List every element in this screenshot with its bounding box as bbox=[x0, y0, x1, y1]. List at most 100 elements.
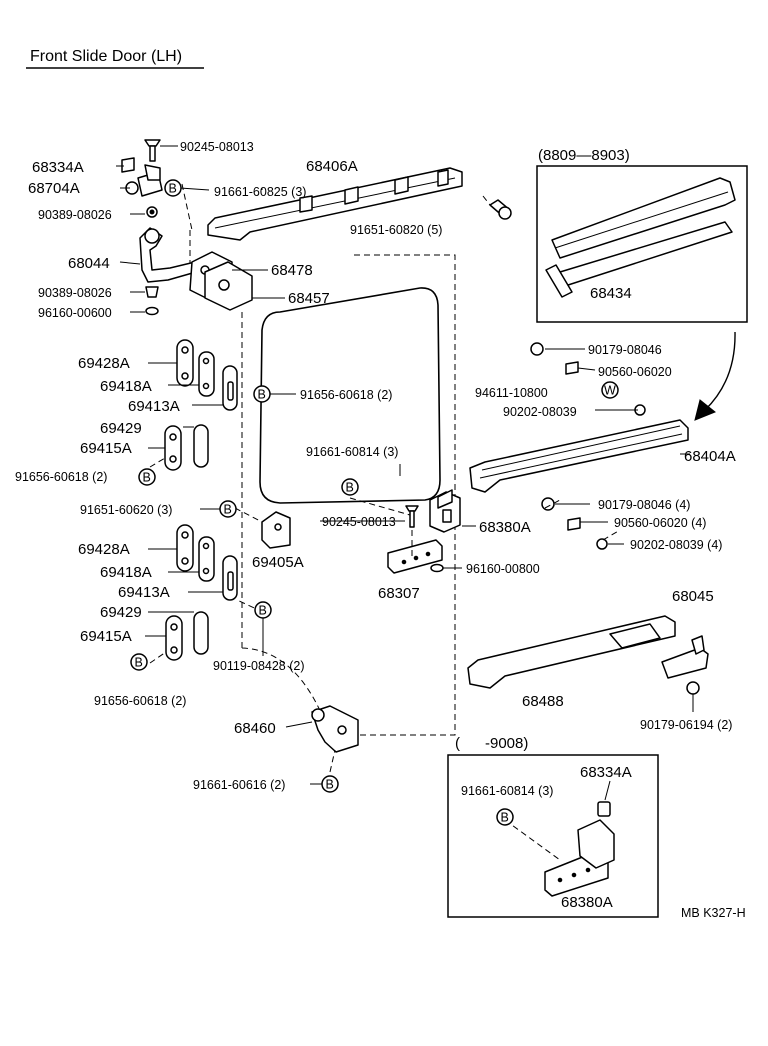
inset-top-caption: (8809—8903) bbox=[538, 147, 630, 164]
svg-text:B: B bbox=[169, 182, 177, 196]
part-label: 68704A bbox=[28, 180, 80, 197]
svg-text:B: B bbox=[259, 604, 267, 618]
part-label: 68307 bbox=[378, 585, 420, 602]
plate-68307 bbox=[387, 539, 443, 574]
part-label: 68380A bbox=[479, 519, 531, 536]
part-label: 68044 bbox=[68, 255, 110, 272]
svg-text:W: W bbox=[604, 384, 616, 398]
marker-b-8: B bbox=[321, 775, 339, 793]
part-label: 94611-10800 bbox=[475, 386, 548, 400]
svg-text:B: B bbox=[258, 388, 266, 402]
svg-text:B: B bbox=[346, 481, 354, 495]
marker-b-9: B bbox=[496, 808, 514, 826]
part-label: 69418A bbox=[100, 564, 152, 581]
svg-text:B: B bbox=[501, 811, 509, 825]
part-label: 68406A bbox=[306, 158, 358, 175]
svg-text:B: B bbox=[326, 778, 334, 792]
part-label: 68045 bbox=[672, 588, 714, 605]
part-label: 91656-60618 (2) bbox=[94, 694, 186, 708]
part-label: 69415A bbox=[80, 628, 132, 645]
part-label: 90560-06020 bbox=[598, 365, 672, 379]
part-label: 90245-08013 bbox=[322, 515, 396, 529]
part-label: 91656-60618 (2) bbox=[15, 470, 107, 484]
hinge-68380A bbox=[429, 489, 461, 533]
part-label: 90202-08039 (4) bbox=[630, 538, 722, 552]
washer-96160-00600 bbox=[145, 306, 159, 316]
part-label: 69428A bbox=[78, 355, 130, 372]
bracket-69405A bbox=[261, 511, 291, 549]
clip-90560-06020-4 bbox=[567, 517, 581, 531]
part-label: 90245-08013 bbox=[180, 140, 254, 154]
part-label: 90560-06020 (4) bbox=[614, 516, 706, 530]
part-label: 69429 bbox=[100, 420, 142, 437]
leader-lines bbox=[116, 145, 694, 801]
part-label: 69413A bbox=[118, 584, 170, 601]
part-label: 69429 bbox=[100, 604, 142, 621]
bolt-90389-08026-mid bbox=[145, 286, 159, 298]
part-label: 68404A bbox=[684, 448, 736, 465]
door-window bbox=[259, 287, 441, 504]
nut-90179-08046-4 bbox=[541, 497, 555, 511]
part-label: 90389-08026 bbox=[38, 286, 112, 300]
part-label: 96160-00800 bbox=[466, 562, 540, 576]
marker-b-3: B bbox=[138, 468, 156, 486]
bracket-68045 bbox=[661, 635, 709, 679]
center-rail-68488 bbox=[467, 615, 676, 689]
marker-w-1: W bbox=[601, 381, 619, 399]
nut-90179-06194 bbox=[686, 681, 700, 695]
clip-90560-06020 bbox=[565, 361, 579, 375]
inset-box-68434 bbox=[536, 165, 748, 323]
nut-90389-08026-top bbox=[146, 206, 158, 218]
part-label: 68334A bbox=[32, 159, 84, 176]
bolt-90245-08013-top bbox=[144, 139, 161, 162]
inset-box-68380A bbox=[447, 754, 659, 918]
washer-96160-00800 bbox=[430, 563, 444, 573]
inset-bottom-caption: ( -9008) bbox=[455, 735, 528, 752]
part-label: 90179-08046 (4) bbox=[598, 498, 690, 512]
nut-90179-08046 bbox=[530, 342, 544, 356]
clip-90202-08039-4 bbox=[596, 538, 608, 550]
part-label: 90179-08046 bbox=[588, 343, 662, 357]
part-label: 68334A bbox=[580, 764, 632, 781]
marker-b-4: B bbox=[341, 478, 359, 496]
pointer-arrow-head bbox=[694, 399, 716, 421]
part-label: 90119-08428 (2) bbox=[213, 659, 305, 673]
part-label: 91661-60814 (3) bbox=[461, 784, 553, 798]
part-label: 69413A bbox=[128, 398, 180, 415]
part-label: 90202-08039 bbox=[503, 405, 577, 419]
marker-b-5: B bbox=[219, 500, 237, 518]
svg-text:B: B bbox=[143, 471, 151, 485]
marker-b-6: B bbox=[254, 601, 272, 619]
hinge-68460 bbox=[311, 705, 359, 753]
part-label: 68434 bbox=[590, 285, 632, 302]
part-label: 69405A bbox=[252, 554, 304, 571]
plates-group-lower bbox=[165, 524, 238, 661]
dashed-guides bbox=[149, 183, 621, 861]
part-label: 96160-00600 bbox=[38, 306, 112, 320]
part-label: 69418A bbox=[100, 378, 152, 395]
part-label: 69415A bbox=[80, 440, 132, 457]
plate-68457 bbox=[204, 261, 253, 311]
upper-rail-68406A bbox=[207, 167, 463, 241]
marker-b-1: B bbox=[164, 179, 182, 197]
part-label: 68380A bbox=[561, 894, 613, 911]
part-label: 91656-60618 (2) bbox=[300, 388, 392, 402]
diagram-title: Front Slide Door (LH) bbox=[30, 48, 182, 65]
part-label: 91661-60814 (3) bbox=[306, 445, 398, 459]
svg-text:B: B bbox=[224, 503, 232, 517]
marker-b-7: B bbox=[130, 653, 148, 671]
part-label: 91661-60825 (3) bbox=[214, 185, 306, 199]
pointer-arrow bbox=[704, 331, 736, 411]
part-label: 90179-06194 (2) bbox=[640, 718, 732, 732]
part-label: 91661-60616 (2) bbox=[193, 778, 285, 792]
part-label: 91651-60620 (3) bbox=[80, 503, 172, 517]
part-label: 91651-60820 (5) bbox=[350, 223, 442, 237]
rail-68434 bbox=[545, 177, 736, 298]
plates-group-upper bbox=[164, 339, 238, 471]
arm-68044 bbox=[139, 227, 197, 283]
svg-text:B: B bbox=[135, 656, 143, 670]
part-label: 68488 bbox=[522, 693, 564, 710]
bolt-90245-08013-center bbox=[405, 505, 419, 528]
